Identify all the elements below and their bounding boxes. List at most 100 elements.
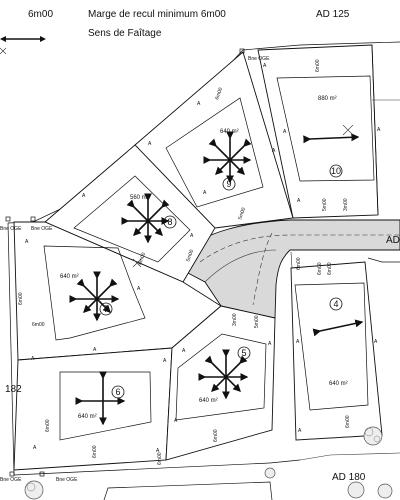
svg-text:A: A: [174, 418, 178, 424]
legend: 6m00 Marge de recul minimum 6m00 Sens de…: [0, 9, 226, 55]
svg-text:A: A: [197, 101, 201, 107]
lot-9-ridge-cross-icon: [203, 131, 252, 184]
lot-4-building-zone: [294, 282, 369, 411]
reference-182: 182: [5, 384, 22, 395]
road-branch: [252, 232, 273, 306]
tree-icon: [264, 467, 276, 479]
lot-5-ridge-cross-icon: [198, 349, 249, 400]
svg-text:6m00: 6m00: [137, 252, 147, 266]
lot-5-area: 640 m²: [199, 398, 218, 404]
legend-setback-value: 6m00: [28, 9, 53, 20]
lot-6-number: 6: [111, 385, 125, 399]
svg-text:A: A: [296, 339, 300, 345]
lot-7-ridge-cross-icon: [69, 271, 120, 322]
lot-9-number: 9: [222, 177, 236, 191]
lot-6-ridge-cross-icon: [75, 371, 126, 426]
lot-7-building-zone: [43, 245, 146, 341]
svg-text:A: A: [263, 63, 267, 69]
lot-7-area: 640 m²: [60, 274, 79, 280]
lot-9-area: 640 m²: [220, 129, 239, 135]
svg-text:Bne OGE: Bne OGE: [31, 226, 53, 232]
svg-text:6m00: 6m00: [317, 262, 323, 275]
svg-text:6m00: 6m00: [32, 322, 45, 328]
lot-8-number: 8: [163, 215, 177, 229]
svg-text:A: A: [377, 127, 381, 133]
reference-road-ad: AD: [386, 235, 400, 246]
tree-icon: [377, 483, 393, 499]
lot-6-building-zone: [59, 371, 152, 441]
tree-icon: [363, 426, 383, 446]
svg-text:6m00: 6m00: [315, 59, 321, 72]
road-centerline: [199, 234, 400, 263]
cross-marker-icon: [0, 47, 7, 55]
south-parcel: [103, 481, 273, 500]
lot-4-number: 4: [329, 297, 343, 311]
east-parcel-edge-south: [367, 257, 400, 263]
svg-text:A: A: [374, 339, 378, 345]
lot-4-ridge-arrow-icon: [312, 319, 364, 337]
svg-text:10: 10: [331, 166, 341, 176]
svg-text:Bne OGE: Bne OGE: [0, 226, 22, 232]
reference-ad125: AD 125: [316, 9, 350, 20]
svg-text:A: A: [33, 445, 37, 451]
boundary-marker-south: Bne OGE: [39, 471, 78, 483]
lot-8-building-zone: [73, 175, 191, 263]
south-boundary-east: [269, 459, 301, 464]
tree-icon: [24, 480, 44, 500]
svg-text:A: A: [156, 448, 160, 454]
boundary-marker-north: Bne OGE: [239, 48, 270, 62]
svg-text:8: 8: [167, 217, 172, 227]
svg-text:A: A: [82, 193, 86, 199]
svg-text:A: A: [93, 347, 97, 353]
lot-8-area: 560 m²: [130, 195, 149, 201]
dimension-labels: 6m00 6m00 5m00 3m00 5m00 5m00 6m00 6m00 …: [18, 59, 351, 465]
svg-text:3m00: 3m00: [343, 198, 349, 211]
lot-5-building-zone: [175, 333, 267, 421]
svg-text:A: A: [268, 341, 272, 347]
boundary-marker-lot8: Bne OGE: [30, 216, 53, 232]
svg-text:5m00: 5m00: [254, 315, 260, 328]
svg-text:5: 5: [241, 348, 246, 358]
svg-text:6m00: 6m00: [327, 262, 333, 275]
road: [182, 219, 400, 319]
road-curb-south: [290, 251, 293, 269]
svg-text:5m00: 5m00: [237, 207, 247, 221]
svg-text:Bne OGE: Bne OGE: [56, 477, 78, 483]
svg-text:6m00: 6m00: [157, 452, 163, 465]
lot-4: [290, 261, 383, 441]
svg-text:A: A: [283, 129, 287, 135]
svg-text:6m00: 6m00: [92, 445, 98, 458]
svg-text:A: A: [190, 233, 194, 239]
svg-text:3m00: 3m00: [232, 313, 238, 326]
svg-text:A: A: [297, 198, 301, 204]
lot-10-ridge-arrow-icon: [303, 133, 360, 144]
west-boundary: [7, 222, 15, 476]
reference-ad180: AD 180: [332, 472, 366, 483]
legend-setback-label: Marge de recul minimum 6m00: [88, 9, 226, 20]
svg-text:Bne OGE: Bne OGE: [0, 477, 22, 483]
tree-icon: [347, 481, 365, 499]
svg-text:6: 6: [115, 387, 120, 397]
lot-10-area: 880 m²: [318, 96, 337, 102]
road-curb-inner: [204, 249, 277, 283]
boundary-marker-west: Bne OGE: [0, 216, 22, 232]
svg-text:A: A: [203, 190, 207, 196]
lot-9-building-zone: [165, 97, 264, 208]
svg-text:5m00: 5m00: [322, 198, 328, 211]
svg-text:A: A: [163, 358, 167, 364]
svg-text:A: A: [182, 348, 186, 354]
angle-markers: A A A A A A A A A A A A A A A A A A A A …: [25, 63, 381, 454]
svg-text:Bne OGE: Bne OGE: [248, 56, 270, 62]
svg-text:A: A: [148, 141, 152, 147]
lot-6-area: 640 m²: [78, 414, 97, 420]
svg-text:4: 4: [333, 299, 338, 309]
svg-text:6m00: 6m00: [18, 292, 24, 305]
svg-text:6m00: 6m00: [213, 429, 219, 442]
south-east-edge: [299, 452, 400, 461]
svg-text:6m00: 6m00: [214, 87, 224, 101]
svg-text:A: A: [31, 356, 35, 362]
boundary-marker-south-west: Bne OGE: [0, 471, 22, 483]
svg-text:6m00: 6m00: [45, 419, 51, 432]
svg-text:A: A: [272, 148, 276, 154]
